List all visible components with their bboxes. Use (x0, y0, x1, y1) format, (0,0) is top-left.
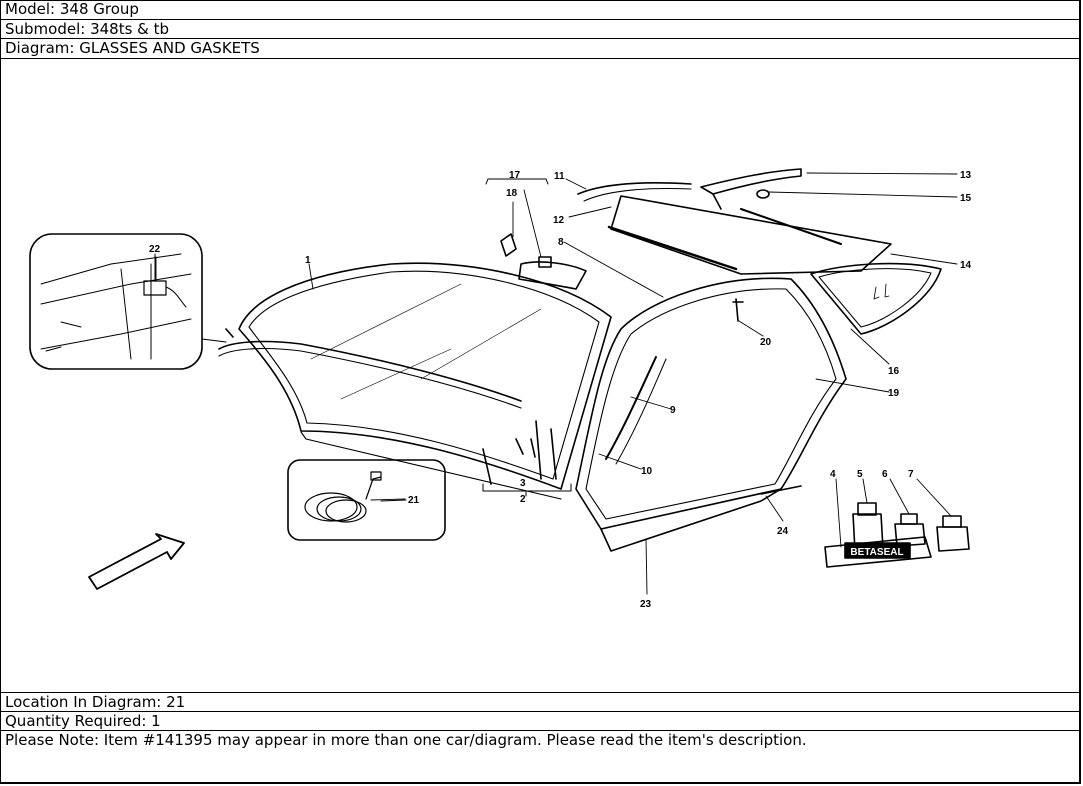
callout-24: 24 (777, 526, 789, 537)
callout-8: 8 (558, 237, 564, 248)
callout-9: 9 (670, 405, 676, 416)
windscreen-gasket (218, 328, 572, 497)
callout-6: 6 (882, 469, 888, 480)
windscreen-glass (238, 262, 612, 500)
callout-18: 18 (506, 188, 518, 199)
callout-17: 17 (509, 170, 521, 181)
callout-21: 21 (408, 495, 420, 506)
callout-11: 11 (554, 171, 565, 182)
quarter-glass (810, 262, 942, 335)
callout-12: 12 (553, 215, 565, 226)
rear-glass-parts (577, 168, 892, 275)
door-gaskets (575, 277, 847, 552)
callout-14: 14 (960, 260, 972, 271)
sealant-products (824, 502, 970, 568)
parts-diagram-svg: BETASEAL 1 2 3 4 5 6 7 8 9 10 11 12 13 1… (29, 168, 972, 610)
note-text: Please Note: Item #141395 may appear in … (5, 731, 807, 749)
parts-diagram: BETASEAL 1 2 3 4 5 6 7 8 9 10 11 12 13 1… (1, 59, 1079, 692)
quantity-text: Quantity Required: 1 (5, 712, 161, 730)
location-row: Location In Diagram: 21 (0, 692, 1081, 712)
callout-20: 20 (760, 337, 772, 348)
callout-16: 16 (888, 366, 900, 377)
callout-2: 2 (520, 494, 526, 505)
note-row: Please Note: Item #141395 may appear in … (0, 731, 1081, 751)
callout-13: 13 (960, 170, 972, 181)
callout-7: 7 (908, 469, 914, 480)
callout-23: 23 (640, 599, 652, 610)
callout-numbers: 1 2 3 4 5 6 7 8 9 10 11 12 13 14 15 16 1… (149, 170, 972, 610)
callout-5: 5 (857, 469, 863, 480)
callout-10: 10 (641, 466, 653, 477)
rear-view-mirror (485, 178, 587, 290)
diagram-name-text: Diagram: GLASSES AND GASKETS (5, 39, 260, 57)
submodel-row: Submodel: 348ts & tb (0, 20, 1081, 39)
callout-1: 1 (305, 255, 311, 266)
submodel-text: Submodel: 348ts & tb (5, 20, 170, 38)
location-text: Location In Diagram: 21 (5, 693, 186, 711)
callout-22: 22 (149, 244, 161, 255)
inset-sensor-22 (29, 233, 227, 370)
direction-arrow (88, 533, 185, 590)
callout-19: 19 (888, 388, 900, 399)
quantity-row: Quantity Required: 1 (0, 712, 1081, 731)
betaseal-label: BETASEAL (850, 547, 903, 558)
model-row: Model: 348 Group (0, 0, 1081, 20)
callout-3: 3 (520, 478, 526, 489)
callout-4: 4 (830, 469, 836, 480)
inset-cable-21 (287, 459, 446, 541)
callout-15: 15 (960, 193, 972, 204)
diagram-row: Diagram: GLASSES AND GASKETS (0, 39, 1081, 59)
model-text: Model: 348 Group (5, 0, 139, 18)
